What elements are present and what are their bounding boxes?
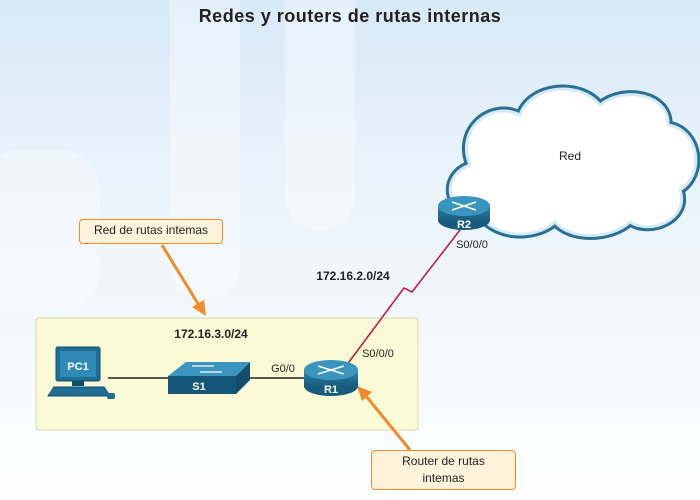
cloud-label: Red — [559, 149, 581, 163]
keyboard-icon — [47, 386, 111, 397]
callout-stub-router: Router de rutas intemas — [371, 450, 516, 490]
router-r1[interactable]: R1 — [304, 360, 358, 396]
switch-arrows-icon — [192, 365, 222, 373]
switch-s1-label: S1 — [192, 381, 205, 393]
callout-arrowhead-network — [192, 300, 206, 316]
background-stripe — [170, 0, 240, 300]
router-r2[interactable]: R2 — [438, 196, 490, 231]
router-r2-label: R2 — [457, 219, 471, 231]
page-title: Redes y routers de rutas internas — [198, 6, 502, 26]
callout-stub-network-text: Red de rutas intemas — [93, 223, 209, 237]
r1-s0-label: S0/0/0 — [362, 348, 394, 360]
callout-arrow-network — [160, 244, 202, 308]
r1-g0-label: G0/0 — [271, 363, 295, 375]
mouse-icon — [107, 393, 115, 399]
pc-pc1[interactable]: PC1 — [47, 346, 115, 399]
router-arrows-icon — [317, 365, 345, 375]
callout-arrowhead-router — [357, 386, 372, 401]
background-stripe — [285, 0, 355, 230]
r2-s0-label: S0/0/0 — [456, 239, 488, 251]
switch-s1[interactable]: S1 — [168, 362, 250, 394]
wan-network-label: 172.16.2.0/24 — [316, 269, 390, 283]
wan-link — [342, 229, 461, 371]
cloud: Red — [445, 84, 700, 240]
callout-stub-network: Red de rutas intemas — [79, 219, 223, 244]
callout-arrow-router — [364, 395, 412, 451]
callout-stub-router-line1: Router de rutas — [402, 454, 485, 468]
pc-pc1-label: PC1 — [67, 361, 88, 373]
callout-stub-router-line2: intemas — [422, 471, 465, 485]
router-r1-label: R1 — [324, 384, 338, 396]
router-arrows-icon — [451, 201, 477, 211]
lan-network-label: 172.16.3.0/24 — [174, 327, 248, 341]
